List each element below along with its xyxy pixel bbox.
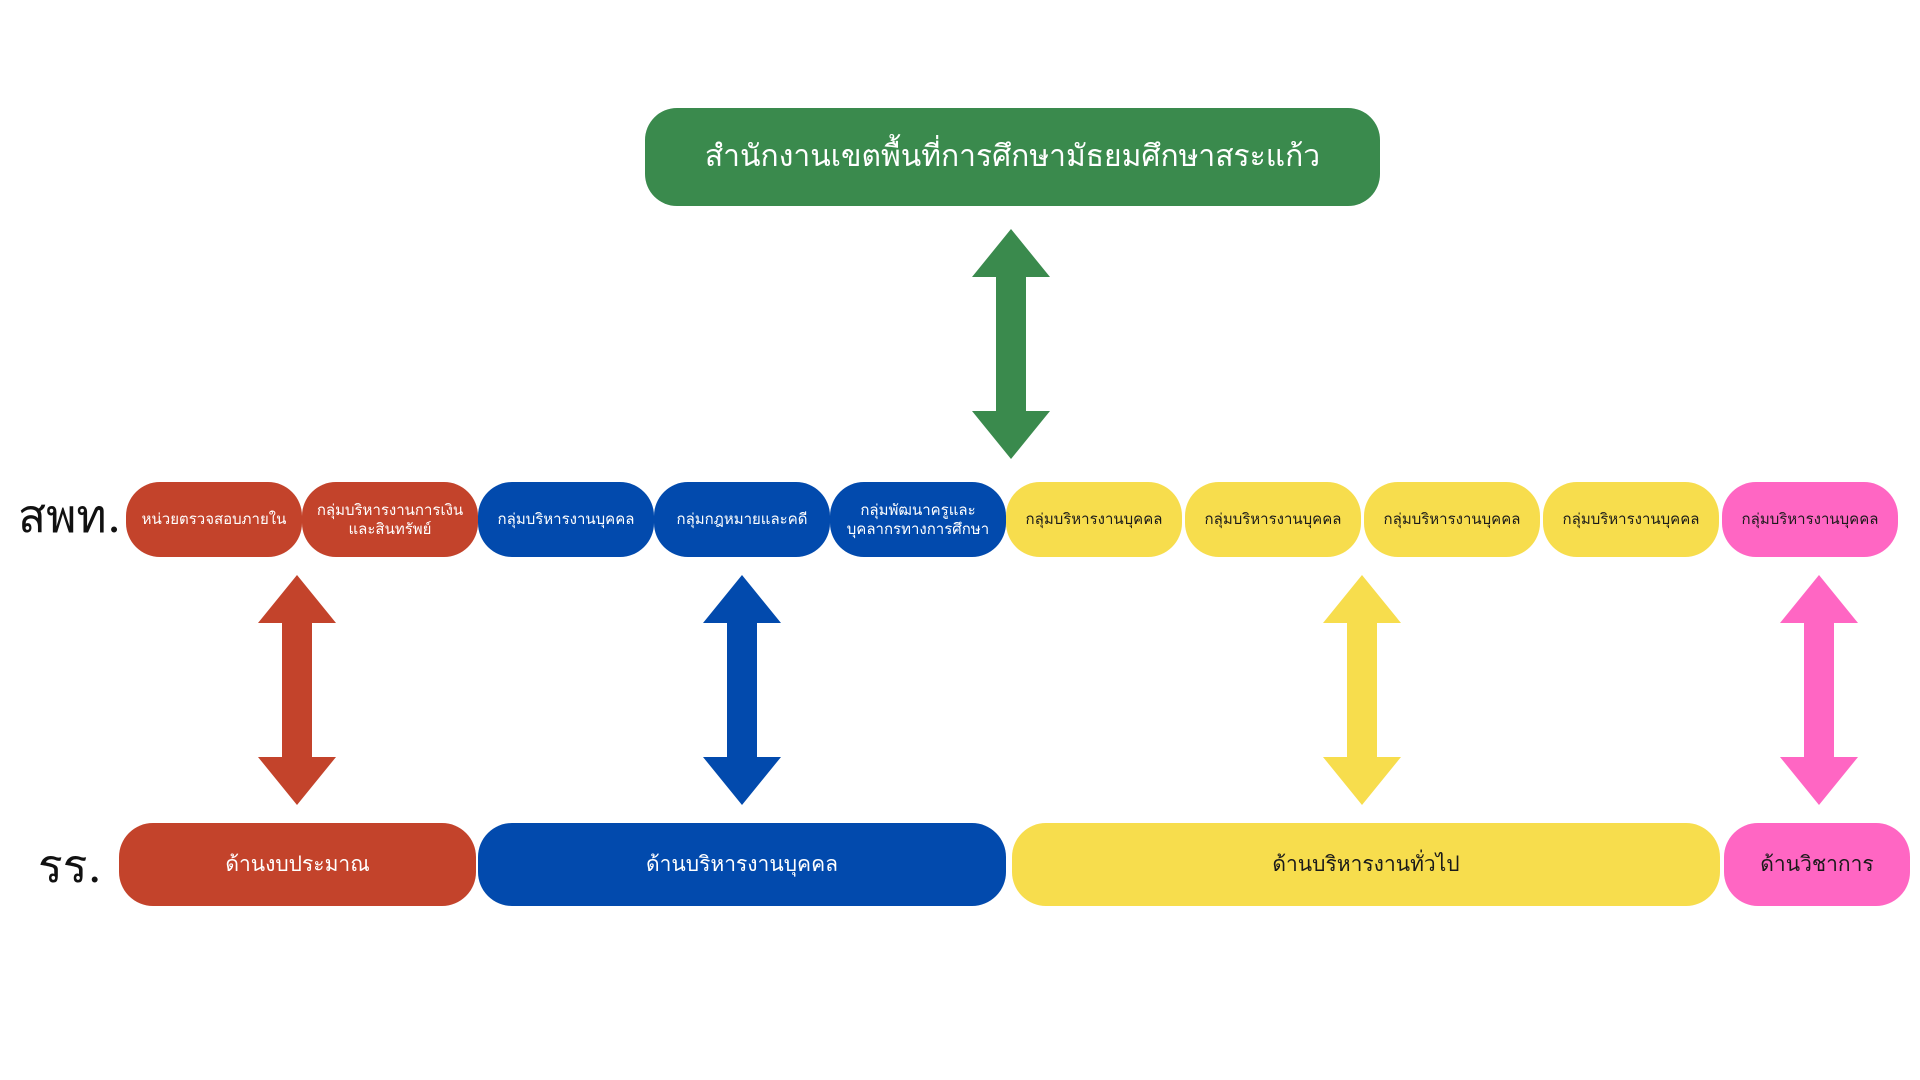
unit-pill-personnel-pink: กลุ่มบริหารงานบุคคล bbox=[1722, 482, 1898, 557]
unit-label: กลุ่มบริหารงานการเงินและสินทรัพย์ bbox=[316, 500, 464, 538]
school-row-label: รร. bbox=[38, 839, 103, 893]
unit-pill-personnel-yellow-1: กลุ่มบริหารงานบุคคล bbox=[1006, 482, 1182, 557]
arrow-shape bbox=[1323, 575, 1401, 805]
unit-label: กลุ่มพัฒนาครูและบุคลากรทางการศึกษา bbox=[846, 500, 990, 538]
dept-budget: ด้านงบประมาณ bbox=[119, 823, 476, 906]
dept-label: ด้านวิชาการ bbox=[1760, 852, 1874, 877]
unit-pill-personnel-yellow-3: กลุ่มบริหารงานบุคคล bbox=[1364, 482, 1540, 557]
arrow-shape bbox=[1780, 575, 1858, 805]
unit-pill-personnel-blue: กลุ่มบริหารงานบุคคล bbox=[478, 482, 654, 557]
arrow-shape bbox=[258, 575, 336, 805]
double-arrow-icon-pink bbox=[1780, 575, 1858, 805]
top-office-label: สำนักงานเขตพื้นที่การศึกษามัธยมศึกษาสระแ… bbox=[704, 139, 1321, 175]
dept-label: ด้านบริหารงานบุคคล bbox=[645, 852, 838, 877]
unit-pill-personnel-yellow-2: กลุ่มบริหารงานบุคคล bbox=[1185, 482, 1361, 557]
unit-label: กลุ่มกฎหมายและคดี bbox=[676, 510, 808, 529]
double-arrow-icon-yellow bbox=[1323, 575, 1401, 805]
unit-label: กลุ่มบริหารงานบุคคล bbox=[1025, 510, 1163, 529]
unit-pill-personnel-yellow-4: กลุ่มบริหารงานบุคคล bbox=[1543, 482, 1719, 557]
top-office-box: สำนักงานเขตพื้นที่การศึกษามัธยมศึกษาสระแ… bbox=[645, 108, 1380, 206]
unit-label: กลุ่มบริหารงานบุคคล bbox=[1204, 510, 1342, 529]
unit-label: กลุ่มบริหารงานบุคคล bbox=[1562, 510, 1700, 529]
unit-pill-finance-assets: กลุ่มบริหารงานการเงินและสินทรัพย์ bbox=[302, 482, 478, 557]
arrow-shape bbox=[972, 229, 1050, 459]
double-arrow-icon-blue bbox=[703, 575, 781, 805]
dept-personnel: ด้านบริหารงานบุคคล bbox=[478, 823, 1006, 906]
unit-label: กลุ่มบริหารงานบุคคล bbox=[1383, 510, 1521, 529]
dept-general-administration: ด้านบริหารงานทั่วไป bbox=[1012, 823, 1720, 906]
dept-label: ด้านงบประมาณ bbox=[225, 852, 370, 877]
office-row-label: สพท. bbox=[18, 489, 122, 543]
unit-label: กลุ่มบริหารงานบุคคล bbox=[1741, 510, 1879, 529]
unit-label: กลุ่มบริหารงานบุคคล bbox=[497, 510, 635, 529]
unit-pill-internal-audit: หน่วยตรวจสอบภายใน bbox=[126, 482, 302, 557]
double-arrow-icon-red bbox=[258, 575, 336, 805]
unit-pill-legal: กลุ่มกฎหมายและคดี bbox=[654, 482, 830, 557]
double-arrow-icon-green bbox=[972, 229, 1050, 459]
unit-pill-teacher-development: กลุ่มพัฒนาครูและบุคลากรทางการศึกษา bbox=[830, 482, 1006, 557]
dept-label: ด้านบริหารงานทั่วไป bbox=[1272, 852, 1460, 877]
dept-academic: ด้านวิชาการ bbox=[1724, 823, 1910, 906]
arrow-shape bbox=[703, 575, 781, 805]
unit-label: หน่วยตรวจสอบภายใน bbox=[141, 510, 287, 529]
